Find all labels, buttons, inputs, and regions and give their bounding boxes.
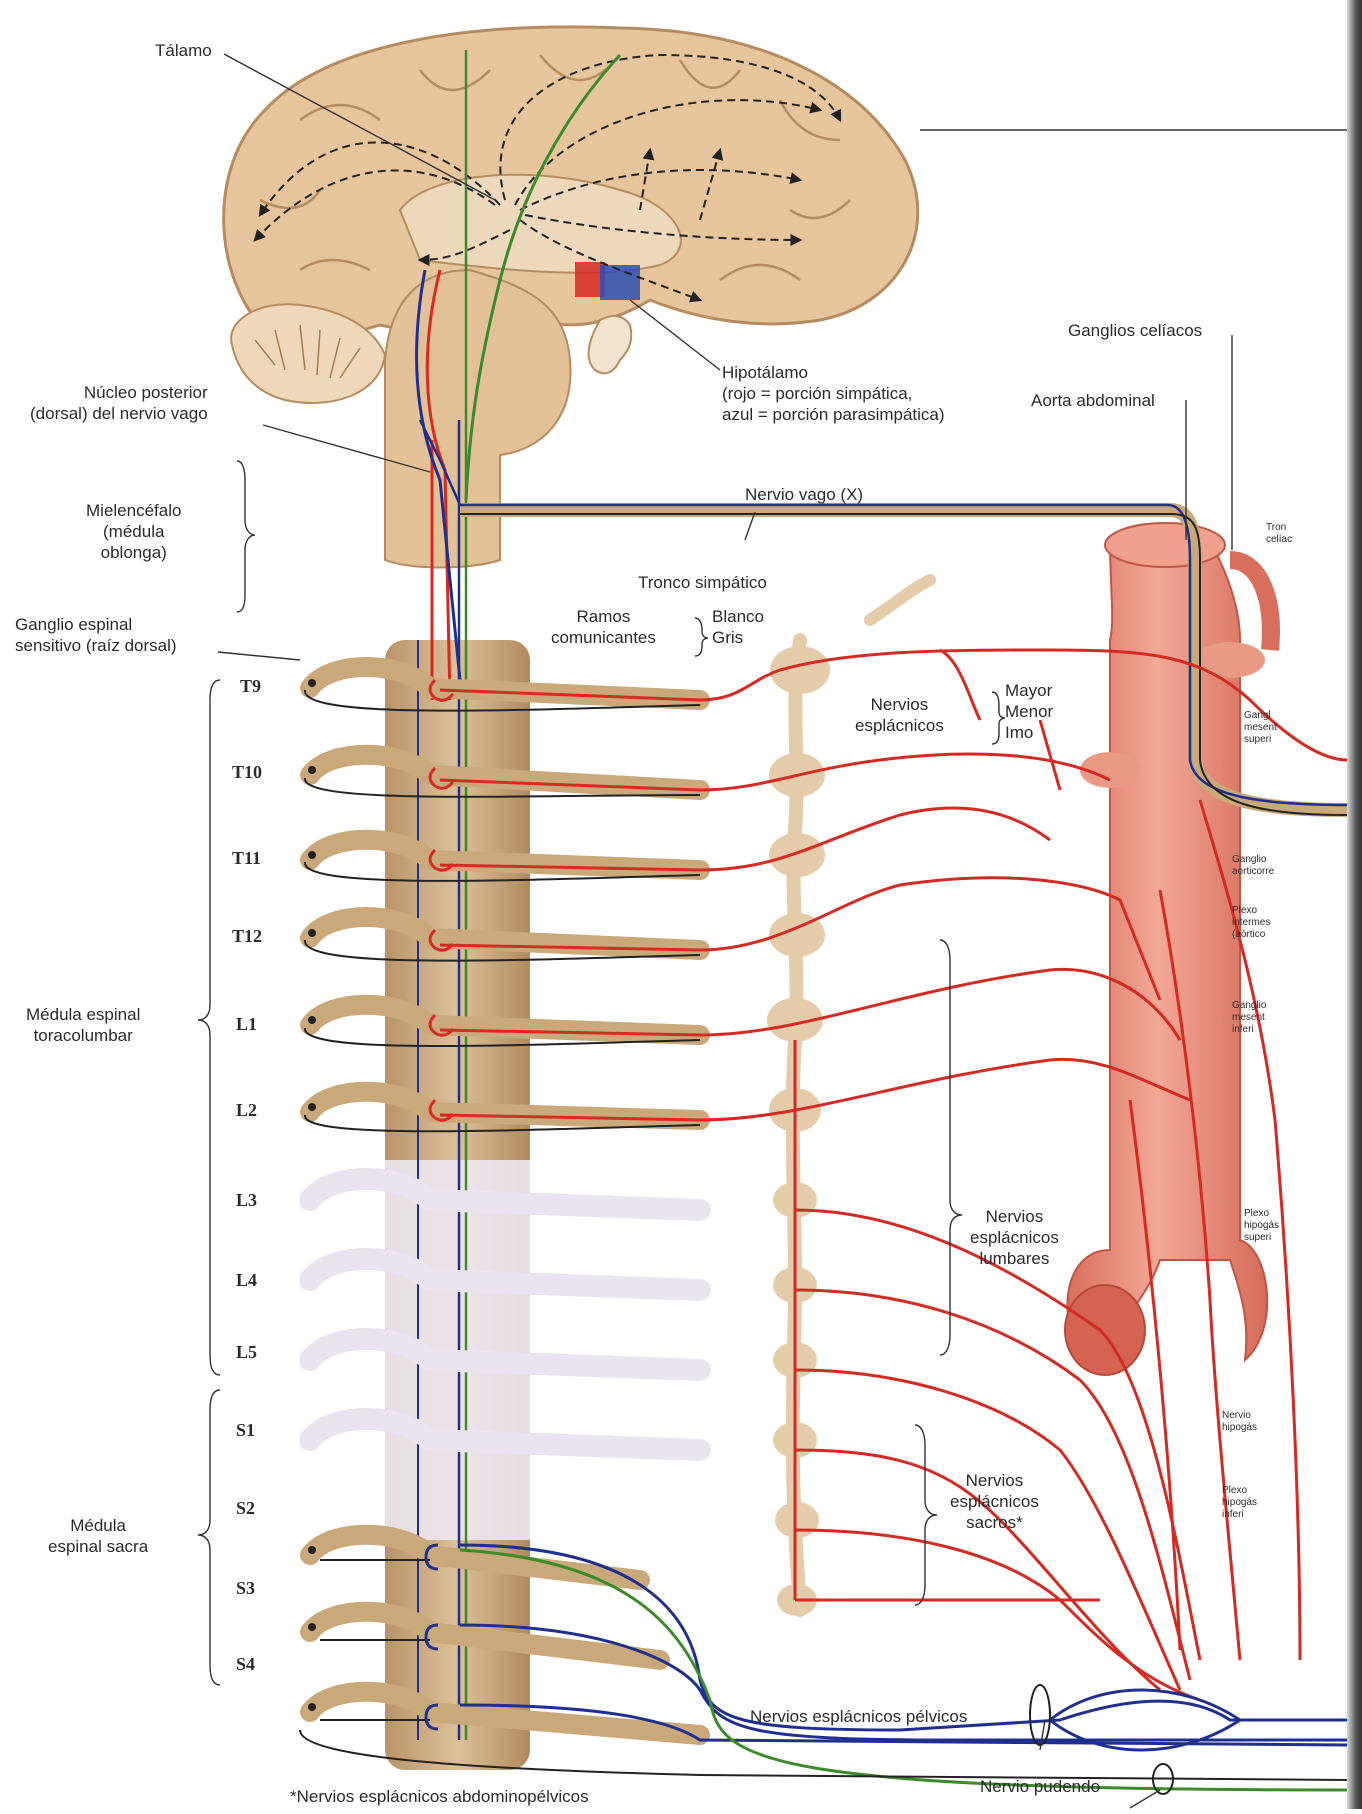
talamo-label: Tálamo [155, 40, 212, 61]
tronco-simpatico-label: Tronco simpático [638, 572, 767, 593]
segment-label: T9 [240, 676, 261, 697]
segment-label: S2 [236, 1498, 255, 1519]
segment-label: L2 [236, 1100, 257, 1121]
segment-label: L1 [236, 1014, 257, 1035]
segment-label: T10 [232, 762, 262, 783]
segment-label: L4 [236, 1270, 257, 1291]
hipotalamo-label: Hipotálamo(rojo = porción simpática,azul… [722, 362, 945, 425]
segment-label: S1 [236, 1420, 255, 1441]
nervio-pudendo-label: Nervio pudendo [980, 1776, 1100, 1797]
footnote: *Nervios esplácnicos abdominopélvicos [290, 1786, 589, 1807]
nervio-vago-label: Nervio vago (X) [745, 484, 863, 505]
ganglios-celiacos-label: Ganglios celíacos [1068, 320, 1202, 341]
nervios-esplacnicos-pelvicos-label: Nervios esplácnicos pélvicos [750, 1706, 967, 1727]
nucleo-vago-label: Núcleo posterior(dorsal) del nervio vago [30, 382, 208, 424]
segment-label: L3 [236, 1190, 257, 1211]
segment-label: T12 [232, 926, 262, 947]
segment-label: S3 [236, 1578, 255, 1599]
segment-label: L5 [236, 1342, 257, 1363]
segment-label: T11 [232, 848, 261, 869]
book-page-edge [1347, 0, 1362, 1809]
segment-label: S4 [236, 1654, 255, 1675]
aorta-abdominal-label: Aorta abdominal [1031, 390, 1155, 411]
